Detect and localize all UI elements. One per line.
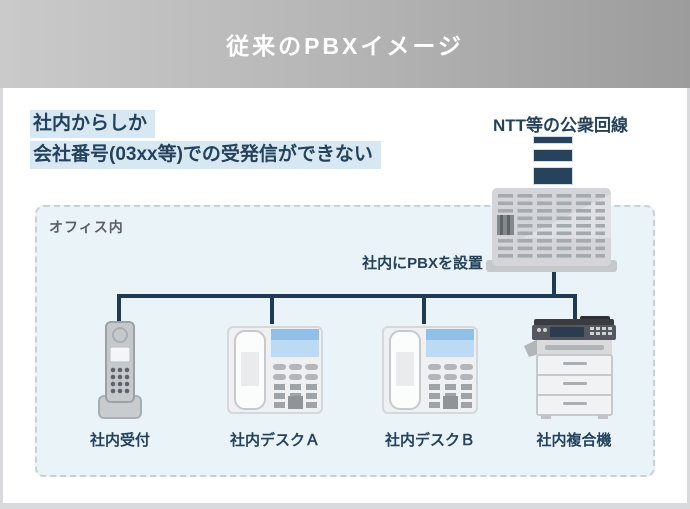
caption-line-1: 社内からしか bbox=[30, 110, 156, 138]
connector-drop-desk-b bbox=[422, 294, 426, 324]
connector-horizontal bbox=[117, 294, 577, 298]
connector-drop-reception bbox=[117, 294, 121, 324]
device-label-printer: 社内複合機 bbox=[536, 432, 612, 449]
caption-line-2: 会社番号(03xx等)での受発信ができない bbox=[30, 141, 381, 169]
connector-pbx-drop bbox=[552, 272, 556, 298]
connector-drop-printer bbox=[573, 294, 577, 320]
trunk-bar-2 bbox=[533, 149, 573, 162]
device-label-reception: 社内受付 bbox=[89, 432, 150, 449]
trunk-bar-1 bbox=[533, 136, 573, 144]
device-label-desk-a: 社内デスクＡ bbox=[229, 432, 320, 449]
desk-phone-b-icon bbox=[382, 324, 478, 416]
trunk-bar-3 bbox=[533, 167, 573, 185]
pbx-device-icon bbox=[484, 188, 619, 276]
diagram-card: 社内からしか 会社番号(03xx等)での受発信ができない NTT等の公衆回線 オ… bbox=[3, 88, 687, 503]
office-label: オフィス内 bbox=[49, 219, 124, 235]
public-line-label: NTT等の公衆回線 bbox=[492, 116, 629, 135]
connector-drop-desk-a bbox=[270, 294, 274, 324]
cordless-phone-icon bbox=[95, 320, 145, 420]
multifunction-printer-icon bbox=[522, 316, 622, 420]
header-banner: 従来のPBXイメージ bbox=[0, 0, 690, 88]
pbx-setup-label: 社内にPBXを設置 bbox=[362, 255, 483, 272]
public-line-icon bbox=[533, 136, 573, 185]
page-title: 従来のPBXイメージ bbox=[226, 33, 464, 59]
desk-phone-a-icon bbox=[227, 324, 323, 416]
device-label-desk-b: 社内デスクＢ bbox=[384, 432, 475, 449]
